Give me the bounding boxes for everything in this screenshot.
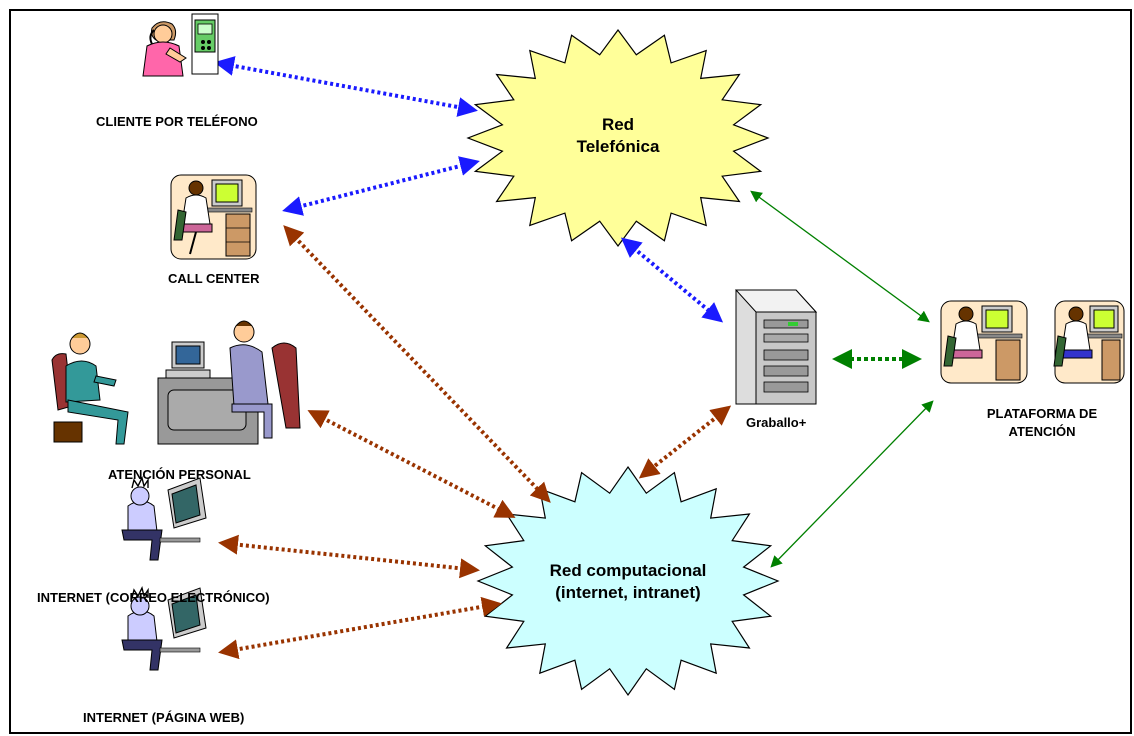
link-call-center-computacional [283,225,551,503]
plataforma-line1: PLATAFORMA DE [986,406,1098,421]
internet-web-label: INTERNET (PÁGINA WEB) [83,710,245,725]
internet-email-user-icon [121,475,207,561]
cliente-telefono-label: CLIENTE POR TELÉFONO [96,114,258,129]
phone-client-icon [142,13,219,77]
diagram-frame [9,9,1132,734]
link-correo-computacional [218,534,480,579]
link-call-center-telefonica [282,156,480,216]
platform-agent-2-icon [1053,300,1125,384]
link-atencion-computacional [307,410,516,518]
platform-agent-1-icon [940,300,1028,384]
link-telefonica-plataforma [750,190,930,323]
internet-correo-label: INTERNET (CORREO ELECTRÓNICO) [37,590,270,605]
link-cliente-telefono [214,56,478,117]
red-computacional-cloud [476,465,780,697]
red-computacional-label: Red computacional (internet, intranet) [518,560,738,604]
atencion-personal-label: ATENCIÓN PERSONAL [108,467,251,482]
call-center-agent-icon [170,174,257,260]
link-telefonica-graballo [620,237,724,323]
red-telefonica-cloud [466,28,770,248]
call-center-label: CALL CENTER [168,271,260,286]
red-computacional-line2: (internet, intranet) [555,583,701,602]
red-telefonica-line2: Telefónica [576,137,660,156]
graballo-label: Graballo+ [746,415,807,430]
link-web-computacional [218,596,502,660]
link-computacional-plataforma [770,400,934,568]
server-icon [734,289,818,405]
link-graballo-computacional [638,405,732,479]
red-telefonica-label: Red Telefónica [548,114,688,158]
internet-web-user-icon [121,585,207,671]
red-computacional-line1: Red computacional [549,561,707,580]
personal-meeting-icon [51,320,301,445]
red-telefonica-line1: Red [601,115,635,134]
plataforma-line2: ATENCIÓN [1008,424,1076,439]
plataforma-label: PLATAFORMA DE ATENCIÓN [972,405,1112,441]
